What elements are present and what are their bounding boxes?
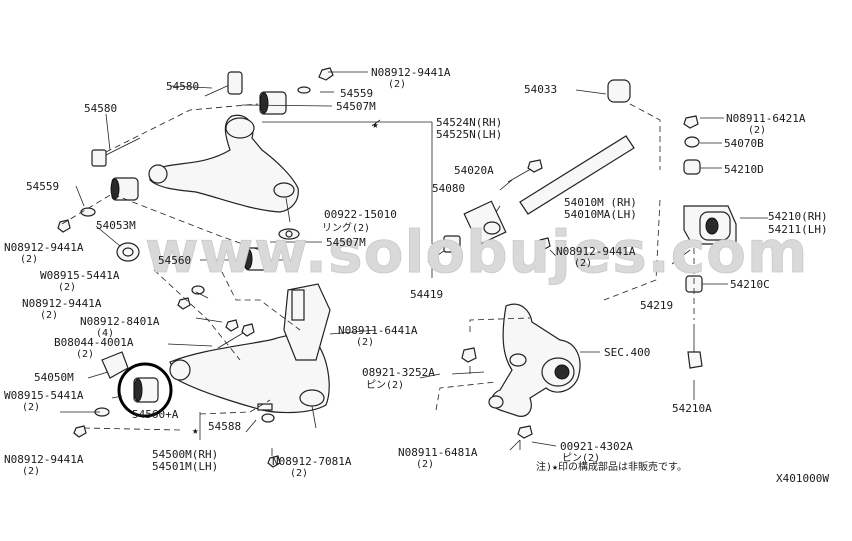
label-54050m: 54050M (34, 371, 74, 384)
label-ring: リング(2) (322, 221, 370, 234)
label-pin-top: ピン(2) (366, 379, 404, 391)
diagram-code: X401000W (776, 472, 829, 485)
label-54559-top: 54559 (340, 87, 373, 100)
qty-7081: (2) (290, 468, 308, 479)
label-54053m: 54053M (96, 219, 136, 232)
qty-w-bottom: (2) (22, 402, 40, 413)
anchor-54033 (607, 79, 631, 103)
label-54524n: 54524N(RH) (436, 116, 502, 129)
label-54507m-top: 54507M (336, 100, 376, 113)
bolt-54580-top (204, 71, 243, 97)
label-54580-top: 54580 (166, 80, 199, 93)
label-08044-4001a: B08044-4001A (54, 336, 134, 349)
bolt-54580-left (91, 137, 141, 167)
qty-left: (2) (20, 254, 38, 265)
label-54559-left: 54559 (26, 180, 59, 193)
label-54211-lh: 54211(LH) (768, 223, 828, 236)
qty-w-top: (2) (58, 282, 76, 293)
label-00922-15010: 00922-15010 (324, 208, 397, 221)
label-08921-3252a: 08921-3252A (362, 366, 435, 379)
label-54210c: 54210C (730, 278, 770, 291)
label-54010m: 54010M (RH) (564, 196, 637, 209)
label-08911-6421a: N08911-6421A (726, 112, 806, 125)
label-54219: 54219 (640, 299, 673, 312)
label-08912-9441a-right: N08912-9441A (556, 245, 636, 258)
star-mark-lower: ★ (192, 424, 199, 437)
qty-top: (2) (388, 79, 406, 90)
knuckle-nuts (461, 237, 551, 439)
label-54080: 54080 (432, 182, 465, 195)
qty-6441: (2) (356, 337, 374, 348)
label-54560: 54560 (158, 254, 191, 267)
label-54070b: 54070B (724, 137, 764, 150)
label-54580-left: 54580 (84, 102, 117, 115)
label-08911-6481a: N08911-6481A (398, 446, 478, 459)
label-08911-6441a: N08911-6441A (338, 324, 418, 337)
watermark: www.solobujes.com (145, 218, 808, 286)
bolt-54419 (427, 235, 461, 263)
callout-labels: 54580 54580 N08912-9441A (2) 54559 54507… (4, 66, 829, 485)
label-54210d: 54210D (724, 163, 764, 176)
label-sec400: SEC.400 (604, 346, 650, 359)
label-00921-4302a: 00921-4302A (560, 440, 633, 453)
label-08915-5441a-bottom: W08915-5441A (4, 389, 84, 402)
label-08912-9441a-left: N08912-9441A (4, 241, 84, 254)
qty-right: (2) (574, 258, 592, 269)
lower-control-arm (169, 333, 330, 429)
bushing-54053m (116, 242, 140, 262)
label-54033: 54033 (524, 83, 557, 96)
label-54010ma: 54010MA(LH) (564, 208, 637, 221)
nuts-upper (57, 67, 334, 240)
bushing-54560 (243, 247, 268, 271)
label-pin-bottom: ピン(2) (562, 452, 600, 464)
label-54500m: 54500M(RH) (152, 448, 218, 461)
label-54210a: 54210A (672, 402, 712, 415)
qty-6481: (2) (416, 459, 434, 470)
label-54419: 54419 (410, 288, 443, 301)
upper-control-arm (148, 114, 299, 223)
upper-bushing-left (110, 177, 139, 201)
qty-b: (2) (76, 349, 94, 360)
label-54525n: 54525N(LH) (436, 128, 502, 141)
leader-lines (60, 71, 768, 456)
label-54507m-mid: 54507M (326, 236, 366, 249)
label-08912-9441a-top: N08912-9441A (371, 66, 451, 79)
star-mark-upper: ★ (372, 118, 379, 131)
label-08912-9441a-mid: N08912-9441A (22, 297, 102, 310)
label-54020a: 54020A (454, 164, 494, 177)
label-54501m: 54501M(LH) (152, 460, 218, 473)
qty-bottom: (2) (22, 466, 40, 477)
qty-mid: (2) (40, 310, 58, 321)
label-08912-8401a: N08912-8401A (80, 315, 160, 328)
label-08912-7081a: N08912-7081A (272, 455, 352, 468)
label-08915-5441a-top: W08915-5441A (40, 269, 120, 282)
label-08912-9441a-bottom: N08912-9441A (4, 453, 84, 466)
shock-bracket (283, 283, 331, 361)
qty-6421: (2) (748, 125, 766, 136)
upper-bushing-top (259, 91, 287, 115)
label-54560a: 54560+A (132, 408, 179, 421)
footnote: 注)★印の構成部品は非販売です。 (536, 460, 687, 473)
label-54588: 54588 (208, 420, 241, 433)
torsion-bar (463, 135, 635, 246)
label-54210-rh: 54210(RH) (768, 210, 828, 223)
stabilizer-hardware (683, 115, 737, 369)
steering-knuckle (488, 303, 581, 417)
qty-8401: (4) (96, 328, 114, 339)
lower-bushing-54560a (117, 362, 173, 418)
bolt-54020a (507, 159, 543, 183)
